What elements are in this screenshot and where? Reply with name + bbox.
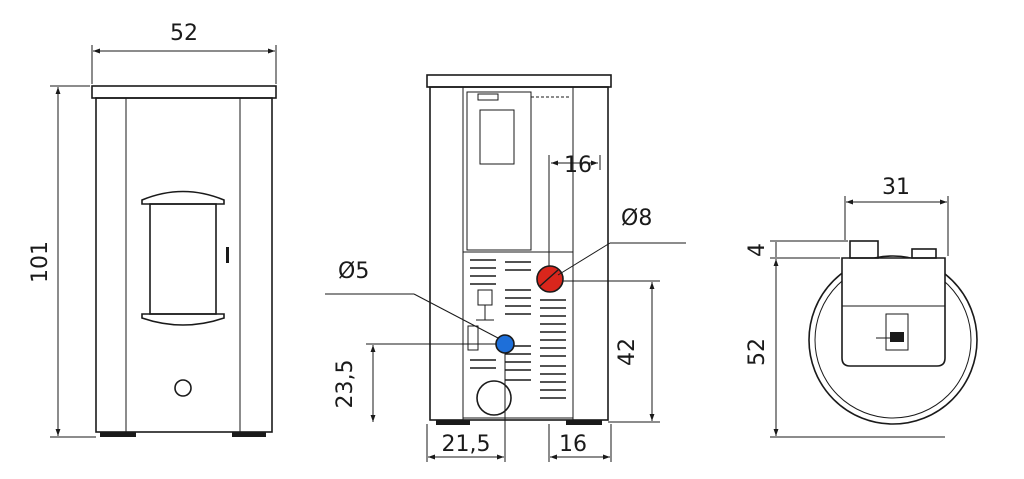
left-offset-label: 21,5 — [442, 432, 491, 457]
front-right-feet — [232, 432, 266, 437]
door-window — [149, 203, 217, 315]
top-connector-box — [885, 313, 909, 351]
rear-right-feet — [566, 420, 602, 425]
top-outer-ring — [808, 255, 978, 425]
window-top-arch — [141, 190, 225, 205]
rear-small-plate — [477, 93, 499, 101]
top-spacing-label: 16 — [564, 153, 592, 178]
front-top-plate — [91, 85, 277, 99]
collar-height-label: 4 — [745, 243, 770, 257]
flue-outlet-circle — [536, 265, 564, 293]
top-view: 31 4 52 — [745, 175, 978, 438]
rear-electrical-socket — [467, 325, 479, 351]
inlet-diameter-label: Ø5 — [338, 259, 369, 284]
rear-vent-slots — [470, 259, 566, 399]
rear-lower-panel — [462, 251, 574, 419]
rear-body — [429, 86, 609, 421]
window-bottom-arch — [141, 313, 225, 326]
top-air-collar — [911, 248, 937, 259]
top-width-label: 31 — [882, 175, 910, 200]
outlet-height-label: 42 — [615, 338, 640, 366]
outlet-diameter-label: Ø8 — [621, 206, 652, 231]
air-intake-circle — [174, 379, 192, 397]
top-depth-label: 52 — [745, 338, 770, 366]
rear-round-opening — [476, 380, 512, 416]
flue-outlet-mark — [539, 269, 559, 287]
front-body — [95, 97, 273, 433]
rear-label-plate — [479, 109, 515, 165]
front-width-label: 52 — [170, 21, 198, 46]
top-connector-socket — [890, 332, 904, 342]
outlet-leader-diagonal — [557, 242, 611, 276]
rear-top-plate — [426, 74, 612, 88]
rear-left-feet — [436, 420, 470, 425]
top-flue-collar — [849, 240, 879, 259]
rear-view: 16 Ø8 Ø5 23,5 42 21,5 16 — [325, 74, 686, 462]
inlet-leader-diagonal — [413, 293, 499, 339]
rear-upper-panel — [466, 91, 532, 251]
door-handle — [226, 247, 229, 263]
rear-pipe-fitting — [476, 289, 494, 321]
top-body-plate — [841, 257, 946, 367]
front-height-label: 101 — [28, 241, 53, 283]
front-left-feet — [100, 432, 136, 437]
inlet-height-label: 23,5 — [333, 360, 358, 409]
front-view: 52 101 — [28, 21, 277, 438]
right-offset-label: 16 — [559, 432, 587, 457]
air-inlet-circle — [495, 334, 515, 354]
